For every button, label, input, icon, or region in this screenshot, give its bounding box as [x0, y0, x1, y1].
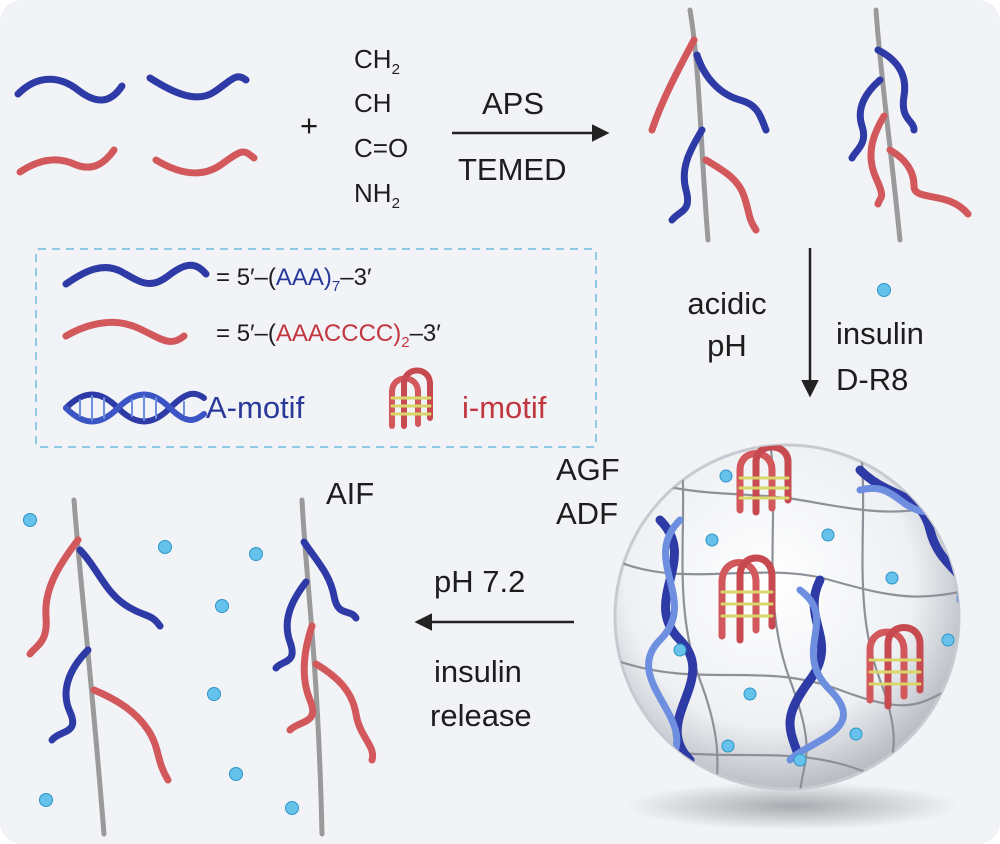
- a-strand-icon: [874, 46, 918, 134]
- free-strands-group: [14, 73, 258, 177]
- step2-left-line1: acidic: [687, 286, 767, 321]
- c-strand-icon: [26, 536, 82, 658]
- legend-a-motif-label: A-motif: [206, 390, 305, 425]
- step3-below-line1: insulin: [434, 654, 522, 689]
- c-strand-icon: [867, 112, 888, 208]
- gel-sphere: [613, 443, 961, 791]
- a-strand-icon: [300, 538, 360, 622]
- a-strand-icon: [146, 73, 250, 101]
- step1-above-label: APS: [482, 86, 545, 121]
- gel-label-agf: AGF: [556, 452, 620, 487]
- c-strand-icon: [648, 36, 698, 134]
- backbone-icon: [873, 7, 903, 243]
- c-strand-icon: [702, 156, 760, 234]
- step1-below-label: TEMED: [458, 152, 567, 187]
- backbone-icon: [71, 497, 107, 837]
- monomer-middle: CH: [354, 88, 392, 118]
- c-strand-icon: [152, 148, 258, 177]
- a-strand-icon: [14, 75, 126, 104]
- c-strand-icon: [16, 146, 118, 176]
- aif-label: AIF: [326, 476, 375, 511]
- c-strand-icon: [886, 146, 972, 218]
- legend-row-c: = 5′–(AAACCCC)2–3′: [216, 320, 441, 351]
- legend-row-a: = 5′–(AAA)7–3′: [216, 264, 372, 295]
- step2-left-line2: pH: [707, 328, 747, 363]
- backbone-icon: [687, 7, 711, 243]
- c-strand-icon: [90, 686, 172, 784]
- sphere-shadow: [624, 782, 960, 830]
- step2-right-line2: D-R8: [836, 362, 909, 397]
- gel-label-adf: ADF: [556, 496, 618, 531]
- c-strand-icon: [312, 660, 377, 764]
- grafted-chains-top: [648, 7, 972, 243]
- monomer-top: CH2: [354, 44, 400, 78]
- step3-below-line2: release: [430, 698, 532, 733]
- c-strand-icon: [286, 622, 316, 734]
- a-strand-icon: [272, 578, 310, 672]
- i-motif-icon: [718, 445, 924, 710]
- a-strand-icon: [848, 76, 884, 162]
- monomer-bottom: NH2: [354, 178, 400, 212]
- i-motif-icon: [389, 367, 433, 429]
- a-motif-icon: [63, 390, 207, 425]
- step3-above-label: pH 7.2: [434, 564, 526, 599]
- a-strand-icon: [76, 546, 164, 630]
- c-strand-icon: [62, 319, 188, 345]
- step2-right-line1: insulin: [836, 316, 924, 351]
- a-strand-icon: [48, 646, 92, 744]
- plus-sign: +: [300, 108, 319, 143]
- a-strand-icon: [693, 51, 770, 134]
- legend-i-motif-label: i-motif: [462, 390, 547, 425]
- insulin-dot-icon: [23, 283, 891, 815]
- aif-chains: [26, 497, 377, 837]
- a-strand-icon: [668, 126, 706, 224]
- monomer-carbonyl: C=O: [354, 133, 409, 163]
- a-strand-icon: [62, 261, 210, 288]
